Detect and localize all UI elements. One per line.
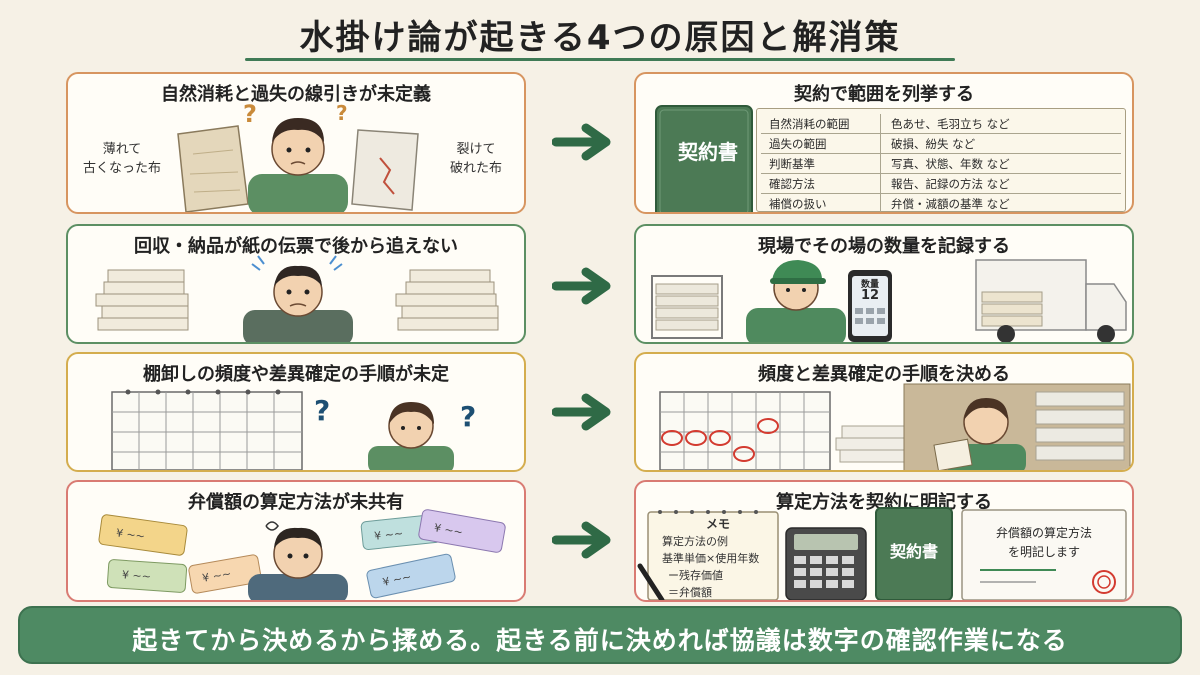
- solution-panel-3: 頻度と差異確定の手順を決める: [634, 352, 1134, 472]
- table-row: 過失の範囲破損、紛失 など: [761, 134, 1121, 154]
- table-row: 判断基準写真、状態、年数 など: [761, 154, 1121, 174]
- arrow-right-icon: [552, 123, 611, 161]
- solution-panel-2: 現場でその場の数量を記録する 数量 12: [634, 224, 1134, 344]
- table-row: 自然消耗の範囲色あせ、毛羽立ち など: [761, 114, 1121, 134]
- footer-message: 起きてから決めるから揉める。起きる前に決めれば協議は数字の確認作業になる: [132, 626, 1068, 655]
- blank-calendar-worried-illustration: ? ?: [111, 389, 476, 470]
- contract-doc-text: 弁償額の算定方法 を明記します: [995, 526, 1092, 559]
- page-title: 水掛け論が起きる4つの原因と解消策: [299, 18, 901, 58]
- cause-heading-2: 回収・納品が紙の伝票で後から追えない: [134, 236, 458, 257]
- arrow-right-icon: [552, 521, 611, 559]
- cause-panel-4: 弁償額の算定方法が未共有 ¥ ~~ ¥ ~~ ¥ ~~ ¥ ~~ ¥ ~~ ¥ …: [66, 480, 526, 602]
- title-underline: [245, 58, 955, 61]
- solution-heading-3: 頻度と差異確定の手順を決める: [758, 364, 1010, 385]
- contract-open-pages: [756, 108, 1126, 212]
- arrow-right-icon: [552, 267, 611, 305]
- cause-panel-2: 回収・納品が紙の伝票で後から追えない: [66, 224, 526, 344]
- contract-book-title: 契約書: [678, 140, 738, 164]
- contract-scope-table: 自然消耗の範囲色あせ、毛羽立ち など 過失の範囲破損、紛失 など 判断基準写真、…: [761, 114, 1121, 212]
- table-row: 補償の扱い弁償・減額の基準 など: [761, 194, 1121, 212]
- marked-calendar-inventory-illustration: [659, 383, 1131, 470]
- svg-text:?: ?: [314, 394, 330, 427]
- memo-calculator-contract-illustration: [637, 507, 1127, 600]
- solution-heading-2: 現場でその場の数量を記録する: [758, 236, 1010, 257]
- cause-heading-3: 棚卸しの頻度や差異確定の手順が未定: [143, 364, 449, 385]
- contract-book-icon: [655, 105, 753, 212]
- svg-text:¥ ~~: ¥ ~~: [201, 567, 232, 585]
- memo-note: メモ 算定方法の例 基準単価×使用年数 ー残存価値 ＝弁償額: [662, 517, 760, 599]
- solution-panel-4: 算定方法を契約に明記する メモ 算定方法の例 基準単価×使用年数 ー残存価値 ＝…: [634, 480, 1134, 602]
- svg-text:¥ ~~: ¥ ~~: [374, 527, 404, 543]
- cause-heading-4: 弁償額の算定方法が未共有: [188, 492, 404, 513]
- svg-text:?: ?: [336, 101, 348, 125]
- svg-text:¥ ~~: ¥ ~~: [122, 568, 152, 583]
- svg-text:?: ?: [460, 400, 476, 433]
- svg-text:¥ ~~: ¥ ~~: [381, 570, 412, 589]
- phone-quantity-label: 数量: [860, 280, 879, 290]
- torn-cloth-label: 裂けて破れた布: [449, 142, 502, 176]
- svg-text:¥ ~~: ¥ ~~: [433, 521, 464, 539]
- svg-text:¥ ~~: ¥ ~~: [115, 526, 145, 543]
- cause-panel-3: 棚卸しの頻度や差異確定の手順が未定 ? ?: [66, 352, 526, 472]
- price-tags-confused-illustration: ¥ ~~ ¥ ~~ ¥ ~~ ¥ ~~ ¥ ~~ ¥ ~~: [98, 509, 506, 600]
- worker-recording-quantity-illustration: [651, 259, 1127, 342]
- worn-cloth-label: 薄れて古くなった布: [82, 142, 161, 176]
- footer-banner: 起きてから決めるから揉める。起きる前に決めれば協議は数字の確認作業になる: [18, 606, 1182, 664]
- cause-heading-1: 自然消耗と過失の線引きが未定義: [161, 84, 431, 105]
- paper-slips-stress-illustration: [95, 255, 499, 342]
- svg-text:?: ?: [243, 100, 257, 128]
- solution-heading-1: 契約で範囲を列挙する: [794, 84, 974, 105]
- cause-panel-1: 自然消耗と過失の線引きが未定義 薄れて古くなった布 裂けて破れた布 ? ?: [66, 72, 526, 214]
- worker-holding-cloths-illustration: ? ?: [177, 100, 419, 212]
- solution-panel-1: 契約で範囲を列挙する 契約書 自然消耗の範囲色あせ、毛羽立ち など 過失の範囲破…: [634, 72, 1134, 214]
- contract-book-title: 契約書: [889, 542, 938, 561]
- arrow-right-icon: [552, 393, 611, 431]
- table-row: 確認方法報告、記録の方法 など: [761, 174, 1121, 194]
- phone-quantity-value: 12: [860, 288, 880, 303]
